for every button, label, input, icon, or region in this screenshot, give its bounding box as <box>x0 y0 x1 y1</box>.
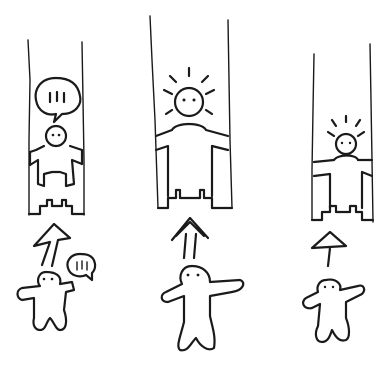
right-tube-floor <box>312 206 373 220</box>
right-column <box>303 44 373 342</box>
right-up-arrow <box>312 232 346 266</box>
right-standing-figure <box>303 280 364 342</box>
left-tube-right-wall <box>82 42 84 215</box>
middle-column <box>150 16 243 350</box>
left-tube-left-wall <box>28 40 30 215</box>
left-up-arrow <box>34 224 70 266</box>
left-standing-figure <box>18 272 75 330</box>
middle-radiance-rays <box>164 68 214 114</box>
middle-tube-left-wall <box>150 16 158 208</box>
middle-figure-head <box>175 88 203 116</box>
middle-up-arrow <box>172 218 208 258</box>
right-tube-right-wall <box>370 44 373 222</box>
left-small-bubble <box>68 254 96 280</box>
right-figure-head <box>336 134 356 154</box>
middle-tube-right-wall <box>228 20 232 208</box>
middle-standing-figure <box>162 266 244 350</box>
middle-figure-body <box>156 124 228 196</box>
left-column <box>18 40 96 330</box>
left-figure-head <box>46 126 66 146</box>
right-tube-left-wall <box>312 54 314 220</box>
right-figure-body <box>314 156 372 209</box>
left-thought-bubble <box>36 78 81 122</box>
left-tube-floor <box>29 200 84 214</box>
left-figure-body <box>30 146 82 186</box>
